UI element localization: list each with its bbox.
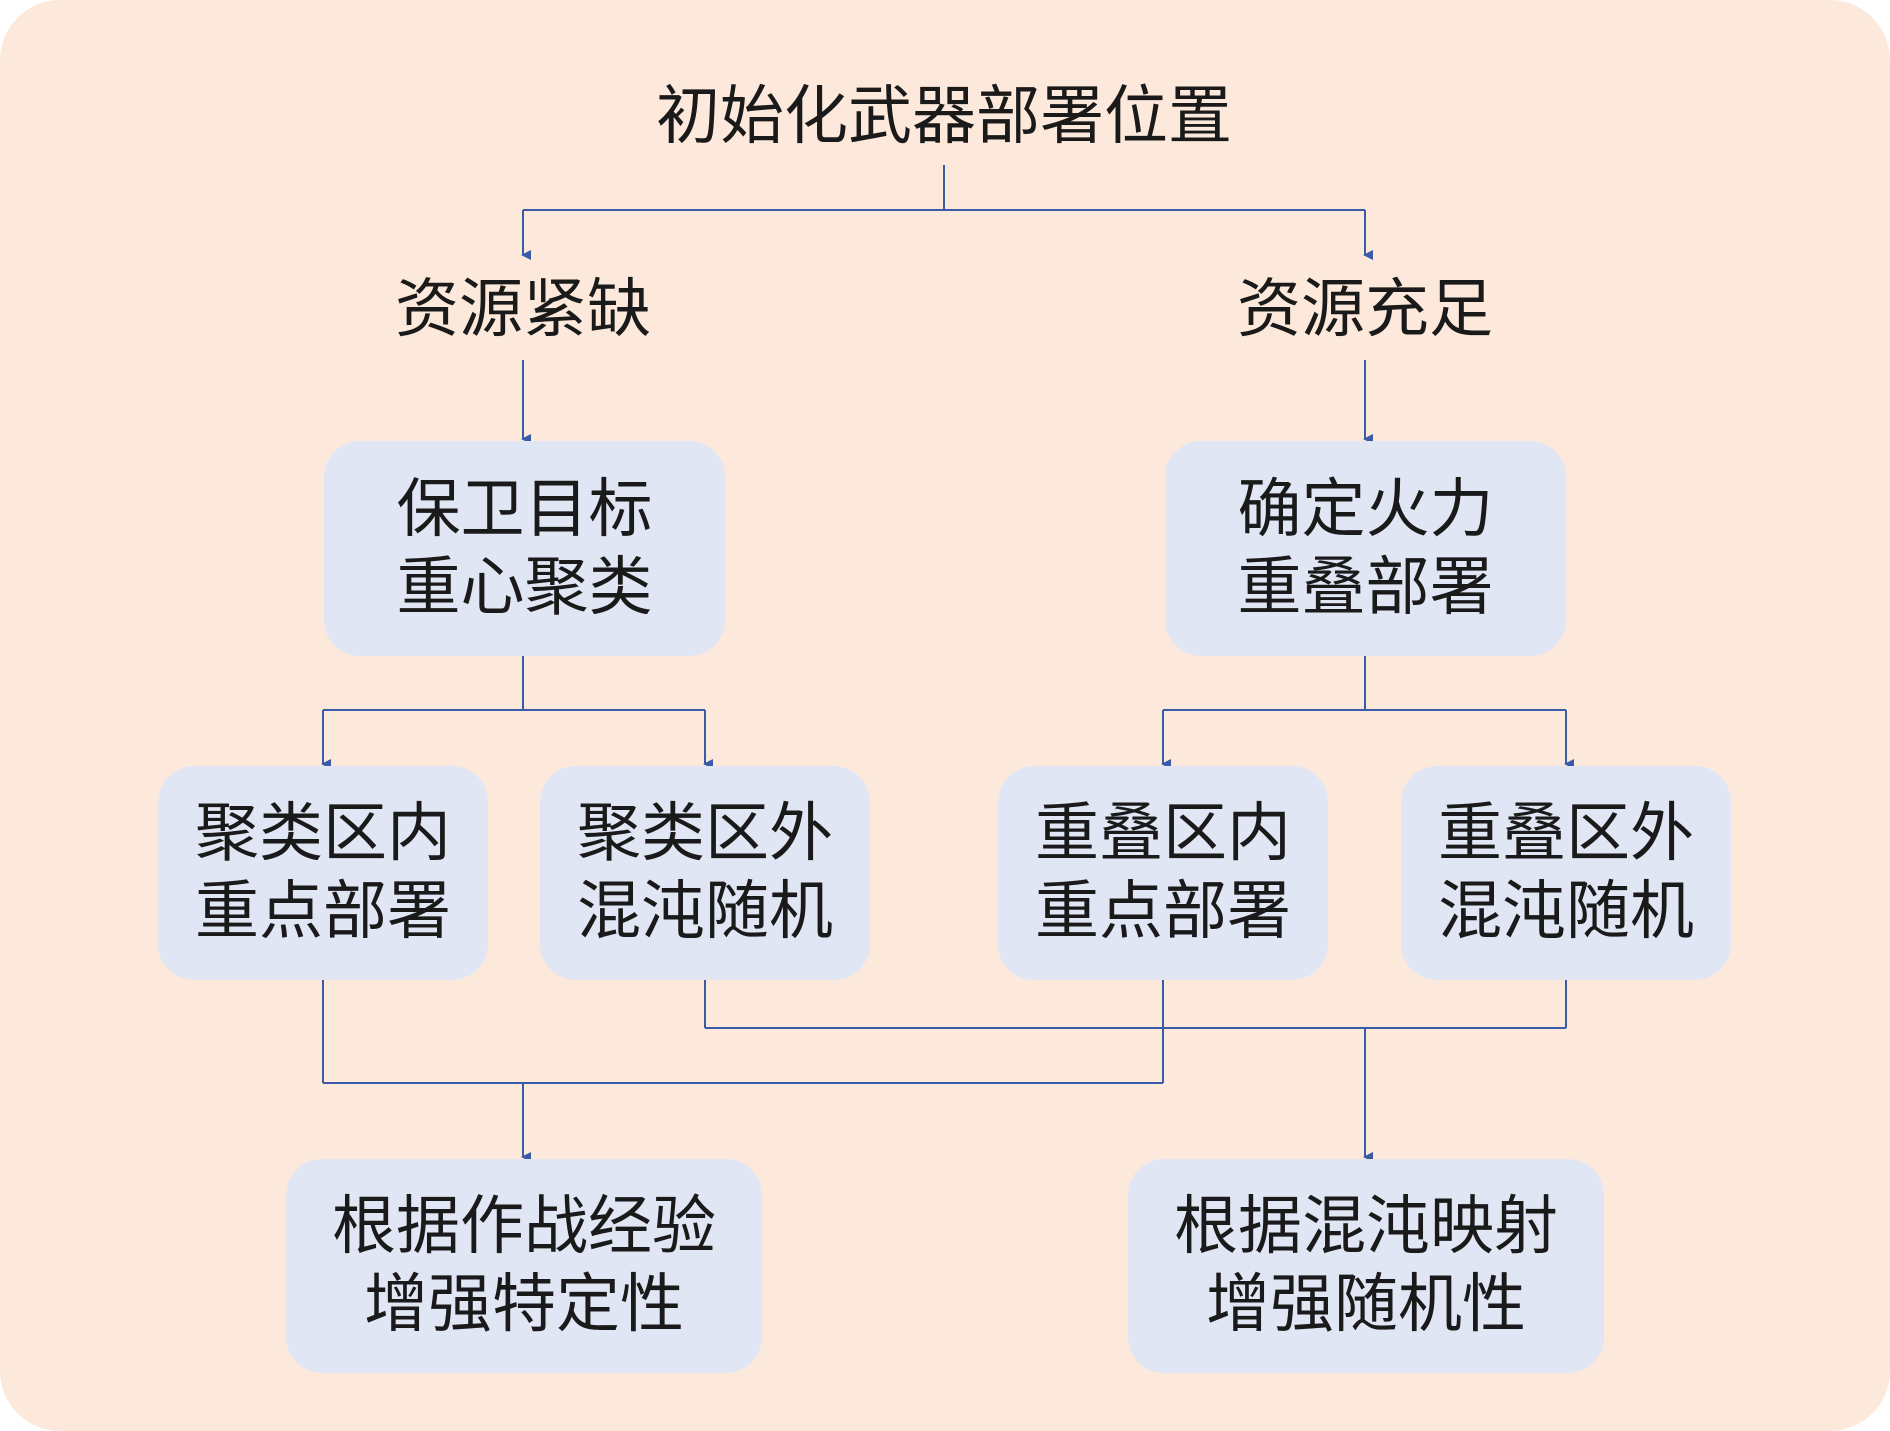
node-cluster-inside: 聚类区内 重点部署 (158, 766, 488, 980)
node-fire-overlap-line1: 确定火力 (1237, 472, 1494, 547)
node-combat-experience: 根据作战经验 增强特定性 (286, 1159, 762, 1373)
node-overlap-inside-line2: 重点部署 (1035, 875, 1291, 949)
node-overlap-outside: 重叠区外 混沌随机 (1401, 766, 1731, 980)
node-protect-target-line1: 保卫目标 (396, 472, 653, 547)
node-overlap-outside-line1: 重叠区外 (1438, 797, 1694, 871)
node-cluster-outside-line2: 混沌随机 (577, 875, 833, 949)
node-chaos-mapping: 根据混沌映射 增强随机性 (1128, 1159, 1604, 1373)
node-chaos-mapping-line2: 增强随机性 (1206, 1268, 1526, 1342)
node-chaos-mapping-line1: 根据混沌映射 (1174, 1190, 1558, 1264)
node-fire-overlap: 确定火力 重叠部署 (1165, 441, 1566, 656)
node-protect-target-line2: 重心聚类 (396, 550, 653, 625)
node-combat-experience-line2: 增强特定性 (364, 1268, 684, 1342)
node-cluster-outside-line1: 聚类区外 (577, 797, 833, 871)
node-overlap-inside-line1: 重叠区内 (1035, 797, 1291, 871)
root-title: 初始化武器部署位置 (656, 80, 1232, 154)
branch-scarce: 资源紧缺 (395, 273, 651, 347)
branch-sufficient: 资源充足 (1237, 273, 1493, 347)
node-cluster-inside-line1: 聚类区内 (195, 797, 451, 871)
node-fire-overlap-line2: 重叠部署 (1237, 550, 1494, 625)
node-overlap-outside-line2: 混沌随机 (1438, 875, 1694, 949)
node-overlap-inside: 重叠区内 重点部署 (998, 766, 1328, 980)
node-cluster-outside: 聚类区外 混沌随机 (540, 766, 870, 980)
node-combat-experience-line1: 根据作战经验 (332, 1190, 716, 1264)
node-cluster-inside-line2: 重点部署 (195, 875, 451, 949)
node-protect-target: 保卫目标 重心聚类 (324, 441, 725, 656)
